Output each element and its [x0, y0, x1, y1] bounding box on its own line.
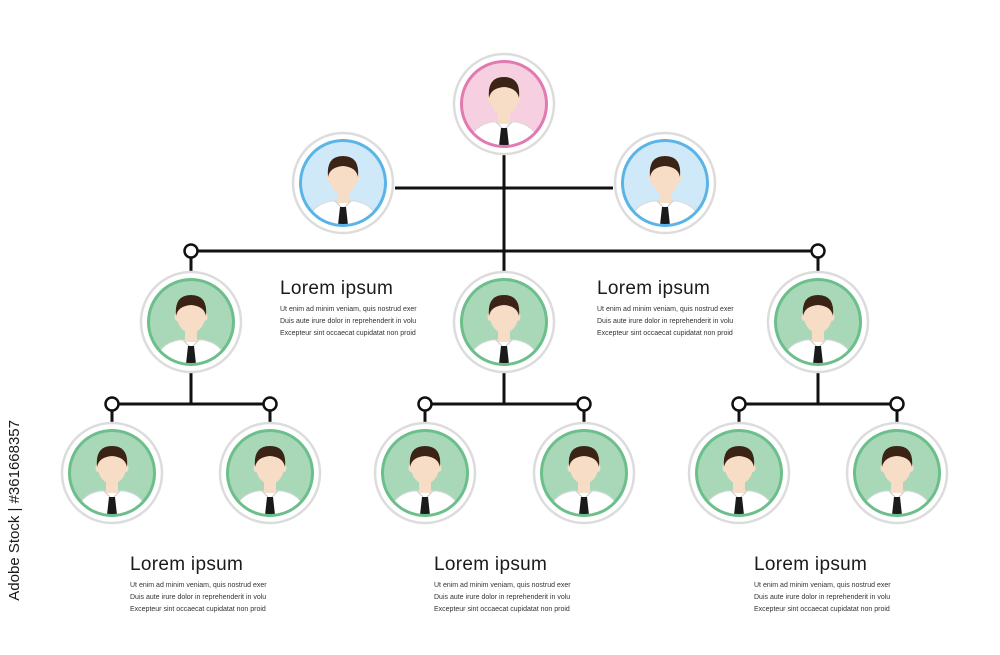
text-block-line: Excepteur sint occaecat cupidatat non pr…: [597, 330, 733, 337]
text-block: Lorem ipsum Ut enim ad minim veniam, qui…: [434, 554, 584, 616]
org-node-exec-left: [291, 131, 395, 235]
person-avatar-icon: [467, 77, 541, 145]
stock-watermark: Adobe Stock | #361668357: [6, 420, 23, 601]
org-node-staff-2: [218, 421, 322, 525]
text-block: Lorem ipsum Ut enim ad minim veniam, qui…: [754, 554, 904, 616]
junction-dot: [262, 396, 278, 412]
text-block-line: Ut enim ad minim veniam, quis nostrud ex…: [754, 582, 891, 589]
org-node-staff-4: [532, 421, 636, 525]
text-block-line: Ut enim ad minim veniam, quis nostrud ex…: [597, 306, 734, 313]
text-block-title: Lorem ipsum: [130, 554, 244, 575]
junction-dot: [731, 396, 747, 412]
junction-dot: [576, 396, 592, 412]
text-block-line: Duis aute irure dolor in reprehenderit i…: [597, 318, 734, 325]
text-block-line: Duis aute irure dolor in reprehenderit i…: [130, 594, 267, 601]
text-block-line: Excepteur sint occaecat cupidatat non pr…: [754, 606, 890, 613]
text-block-line: Excepteur sint occaecat cupidatat non pr…: [434, 606, 570, 613]
junction-dot: [810, 243, 826, 259]
text-block-line: Ut enim ad minim veniam, quis nostrud ex…: [434, 582, 571, 589]
text-block-line: Ut enim ad minim veniam, quis nostrud ex…: [280, 306, 417, 313]
org-node-staff-6: [845, 421, 949, 525]
text-block: Lorem ipsum Ut enim ad minim veniam, qui…: [130, 554, 280, 616]
text-block: Lorem ipsum Ut enim ad minim veniam, qui…: [597, 278, 747, 340]
text-block-line: Excepteur sint occaecat cupidatat non pr…: [130, 606, 266, 613]
text-block-line: Duis aute irure dolor in reprehenderit i…: [754, 594, 891, 601]
org-node-staff-3: [373, 421, 477, 525]
junction-dot: [183, 243, 199, 259]
org-node-staff-5: [687, 421, 791, 525]
org-node-manager-right: [766, 270, 870, 374]
person-avatar-icon: [388, 446, 462, 514]
text-block-line: Ut enim ad minim veniam, quis nostrud ex…: [130, 582, 267, 589]
junction-dot: [889, 396, 905, 412]
text-block-line: Excepteur sint occaecat cupidatat non pr…: [280, 330, 416, 337]
text-block: Lorem ipsum Ut enim ad minim veniam, qui…: [280, 278, 430, 340]
junction-dot: [417, 396, 433, 412]
text-block-title: Lorem ipsum: [280, 278, 394, 299]
text-block-title: Lorem ipsum: [434, 554, 548, 575]
node-layer: [60, 52, 949, 525]
org-node-staff-1: [60, 421, 164, 525]
org-node-manager-center: [452, 270, 556, 374]
junction-dot: [104, 396, 120, 412]
org-node-manager-left: [139, 270, 243, 374]
text-block-line: Duis aute irure dolor in reprehenderit i…: [280, 318, 417, 325]
text-block-title: Lorem ipsum: [597, 278, 711, 299]
text-block-title: Lorem ipsum: [754, 554, 868, 575]
junction-dots: [104, 243, 905, 412]
text-block-line: Duis aute irure dolor in reprehenderit i…: [434, 594, 571, 601]
org-node-exec-right: [613, 131, 717, 235]
org-node-root: [452, 52, 556, 156]
